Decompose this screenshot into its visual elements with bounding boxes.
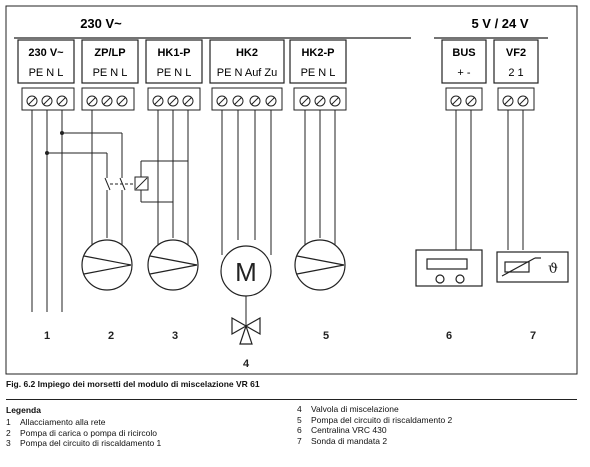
component-number: 2 bbox=[108, 330, 114, 342]
motor-label: M bbox=[235, 257, 257, 287]
component-number: 4 bbox=[243, 358, 250, 370]
block-name: BUS bbox=[452, 47, 475, 59]
sensor-symbol: ϑ bbox=[548, 261, 558, 277]
mains-voltage-label: 230 V~ bbox=[80, 16, 122, 31]
screw-terminal-icon bbox=[86, 95, 128, 107]
wiring-diagram: 230 V~ 5 V / 24 V 230 V~ PE N L ZP/LP PE… bbox=[5, 5, 578, 375]
component-number: 7 bbox=[530, 330, 536, 342]
block-name: HK1-P bbox=[157, 47, 190, 59]
caption-rule bbox=[6, 399, 577, 400]
component-number: 6 bbox=[446, 330, 452, 342]
terminal-block-hk2p: HK2-P PE N L bbox=[289, 39, 347, 111]
block-pins: + - bbox=[457, 67, 470, 79]
block-name: ZP/LP bbox=[94, 47, 125, 59]
valve-icon bbox=[231, 316, 261, 345]
diagram-frame bbox=[5, 5, 578, 375]
screw-terminal-icon bbox=[502, 95, 529, 107]
component-number: 1 bbox=[44, 330, 50, 342]
low-voltage-label: 5 V / 24 V bbox=[471, 16, 528, 31]
controller-icon bbox=[415, 249, 483, 287]
block-name: VF2 bbox=[506, 47, 526, 59]
junction-dots bbox=[45, 131, 64, 155]
block-pins: 2 1 bbox=[508, 67, 523, 79]
terminal-block-hk1p: HK1-P PE N L bbox=[145, 39, 203, 111]
block-pins: PE N Auf Zu bbox=[217, 67, 278, 79]
block-name: HK2-P bbox=[301, 47, 334, 59]
screw-terminal-icon bbox=[216, 95, 277, 107]
terminal-block-bus: BUS + - bbox=[441, 39, 487, 111]
pump-icon bbox=[147, 239, 199, 291]
terminal-block-vf2: VF2 2 1 bbox=[493, 39, 539, 111]
component-number: 3 bbox=[172, 330, 178, 342]
block-name: 230 V~ bbox=[28, 47, 64, 59]
internal-wiring bbox=[47, 110, 524, 255]
terminal-block-zplp: ZP/LP PE N L bbox=[81, 39, 139, 111]
block-name: HK2 bbox=[236, 47, 258, 59]
temperature-sensor-icon bbox=[496, 251, 569, 283]
legend-title: Legenda bbox=[6, 405, 41, 415]
terminal-block-hk2: HK2 PE N Auf Zu bbox=[209, 39, 285, 111]
screw-terminal-icon bbox=[26, 95, 68, 107]
screw-terminal-icon bbox=[299, 95, 341, 107]
figure-caption: Fig. 6.2 Impiego dei morsetti del modulo… bbox=[6, 379, 260, 389]
terminal-block-230v: 230 V~ PE N L bbox=[17, 39, 75, 312]
screw-terminal-icon bbox=[152, 95, 194, 107]
pump-icon bbox=[81, 239, 133, 291]
block-pins: PE N L bbox=[301, 67, 336, 79]
block-pins: PE N L bbox=[93, 67, 128, 79]
block-pins: PE N L bbox=[29, 67, 64, 79]
block-pins: PE N L bbox=[157, 67, 192, 79]
pump-icon bbox=[294, 239, 346, 291]
screw-terminal-icon bbox=[450, 95, 477, 107]
motor-icon: M bbox=[220, 245, 272, 326]
component-number: 5 bbox=[323, 330, 329, 342]
